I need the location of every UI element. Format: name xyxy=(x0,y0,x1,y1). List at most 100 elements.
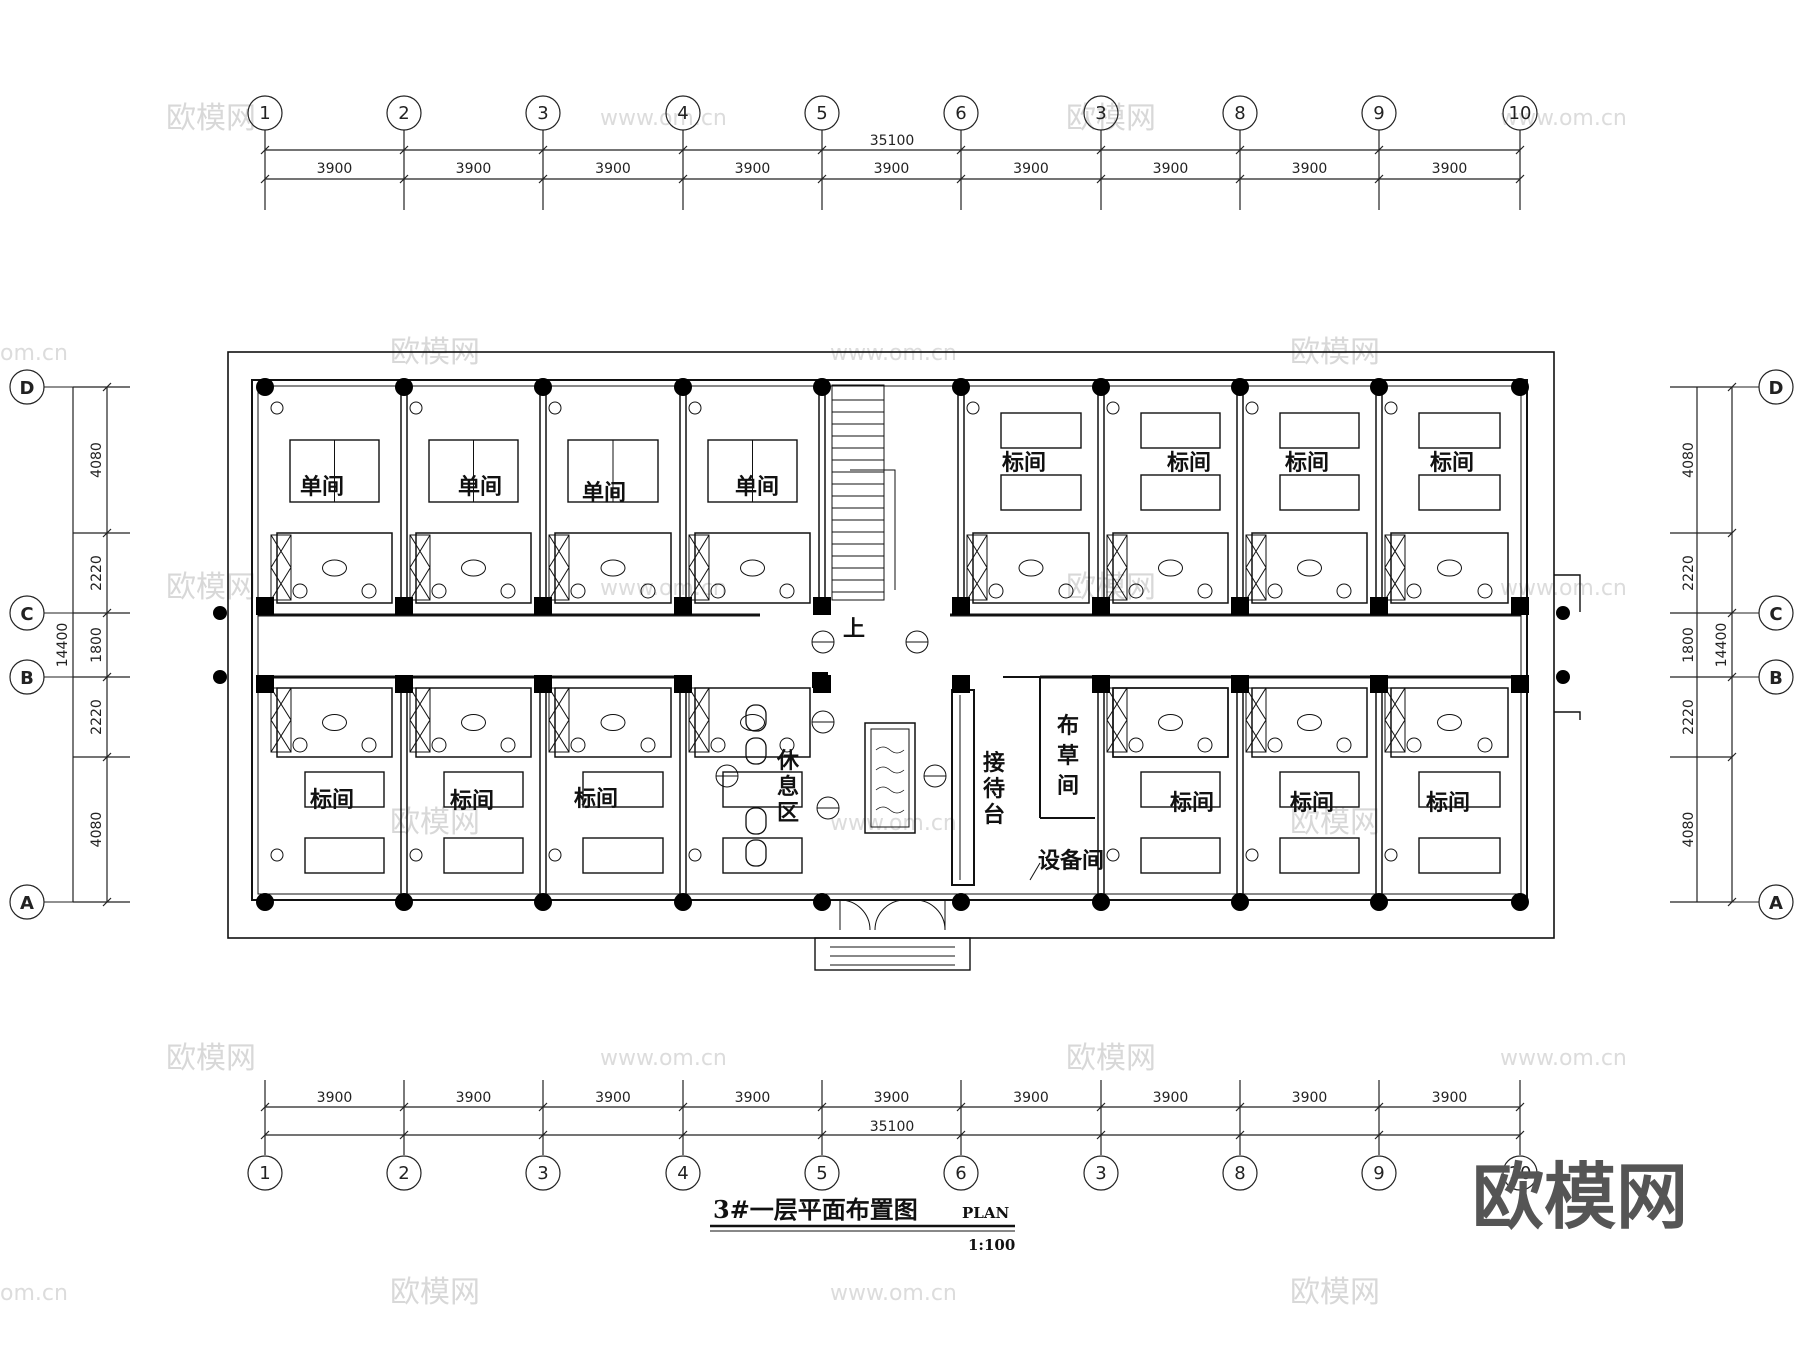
axis-label-bottom: 2 xyxy=(398,1163,409,1184)
guest-room-top xyxy=(966,401,1090,604)
bay-dimension: 3900 xyxy=(874,161,910,177)
structural-column xyxy=(1511,597,1529,615)
axis-label-side: D xyxy=(20,378,35,399)
axis-bubble xyxy=(1083,1155,1119,1191)
structural-column xyxy=(395,893,413,911)
bay-dimension: 3900 xyxy=(1013,1090,1049,1106)
depth-dimension: 4080 xyxy=(1681,442,1697,478)
room-label-standard: 标间 xyxy=(1430,450,1474,476)
structural-column xyxy=(1370,675,1388,693)
drawing-title-block: 3#一层平面布置图 PLAN 1:100 xyxy=(710,1195,1015,1254)
guest-room-top xyxy=(270,401,393,604)
brand-logo: 欧模网 xyxy=(1472,1155,1688,1239)
axis-label-top: 3 xyxy=(1095,103,1106,124)
watermark-url: www.om.cn xyxy=(600,576,727,601)
guest-room-bottom xyxy=(548,687,672,874)
axis-label-bottom: 10 xyxy=(1509,1163,1532,1184)
watermark-url: om.cn xyxy=(0,1281,68,1306)
structural-column xyxy=(1231,675,1249,693)
bay-dimension: 3900 xyxy=(1432,161,1468,177)
structural-column xyxy=(1231,893,1249,911)
structural-column xyxy=(1370,378,1388,396)
axis-bubble xyxy=(1083,95,1119,131)
structural-column xyxy=(395,675,413,693)
staircase xyxy=(831,384,896,601)
structural-column xyxy=(674,378,692,396)
depth-dimension: 4080 xyxy=(89,812,105,848)
depth-dimension: 2220 xyxy=(1681,699,1697,735)
axis-bubble xyxy=(1222,1155,1258,1191)
axis-label-bottom: 1 xyxy=(259,1163,270,1184)
bay-dimension: 3900 xyxy=(456,161,492,177)
left-dimension-strip xyxy=(72,382,130,907)
axis-label-side: B xyxy=(20,668,34,689)
room-label-standard: 标间 xyxy=(450,788,494,814)
axis-label-top: 3 xyxy=(537,103,548,124)
axis-label-side: A xyxy=(20,893,34,914)
room-label-standard: 标间 xyxy=(1002,450,1046,476)
vertical-label-char: 休 xyxy=(776,749,800,774)
overall-depth-dimension: 14400 xyxy=(1714,623,1730,668)
room-label-single: 单间 xyxy=(458,475,502,500)
bay-dimension: 3900 xyxy=(1292,1090,1328,1106)
watermark-url: www.om.cn xyxy=(830,811,957,836)
room-label-standard: 标间 xyxy=(1426,790,1470,816)
axis-label-top: 4 xyxy=(677,103,688,124)
bay-dimension: 3900 xyxy=(874,1090,910,1106)
depth-dimension: 2220 xyxy=(89,699,105,735)
bay-dimension: 3900 xyxy=(1432,1090,1468,1106)
axis-bubble xyxy=(525,95,561,131)
depth-dimension: 2220 xyxy=(1681,555,1697,591)
structural-column xyxy=(256,378,274,396)
guest-room-top xyxy=(1384,401,1509,604)
structural-column xyxy=(1370,893,1388,911)
bay-dimension: 3900 xyxy=(595,1090,631,1106)
axis-label-top: 1 xyxy=(259,103,270,124)
axis-bubble xyxy=(1502,95,1538,131)
vertical-label-char: 区 xyxy=(777,801,799,826)
guest-room-top xyxy=(688,401,811,604)
axis-bubble xyxy=(247,1155,283,1191)
structural-column xyxy=(534,378,552,396)
axis-bubble xyxy=(386,1155,422,1191)
structural-column xyxy=(674,597,692,615)
room-label-standard: 标间 xyxy=(1285,450,1329,476)
axis-label-side: C xyxy=(1769,604,1782,625)
axis-label-side: A xyxy=(1769,893,1783,914)
structural-column xyxy=(674,893,692,911)
axis-label-bottom: 6 xyxy=(955,1163,966,1184)
bay-dimension: 3900 xyxy=(1153,161,1189,177)
vertical-label-char: 草 xyxy=(1057,743,1079,769)
depth-dimension: 1800 xyxy=(89,627,105,663)
bay-dimension: 3900 xyxy=(1153,1090,1189,1106)
axis-bubble xyxy=(665,95,701,131)
guest-room-bottom xyxy=(688,687,811,874)
plan-label: PLAN xyxy=(962,1204,1009,1222)
axis-bubble xyxy=(1222,95,1258,131)
bay-dimension: 3900 xyxy=(317,1090,353,1106)
room-label-standard: 标间 xyxy=(1170,790,1214,816)
bay-dimension: 3900 xyxy=(456,1090,492,1106)
watermark-layer: 欧模网 www.om.cn 欧模网 www.om.cn 欧模网 www.om.c… xyxy=(0,101,1627,1310)
room-label-single: 单间 xyxy=(582,481,626,506)
watermark-url: www.om.cn xyxy=(830,341,957,366)
guest-room-bottom xyxy=(270,687,393,874)
room-labels: 单间 单间 单间 单间 标间 标间 标间 标间 标间 标间 标间 标间 标间 标… xyxy=(300,450,1474,874)
structural-column xyxy=(813,378,831,396)
structural-column xyxy=(256,597,274,615)
structural-column xyxy=(813,597,831,615)
depth-dimension: 2220 xyxy=(89,555,105,591)
watermark: 欧模网 xyxy=(166,101,256,136)
structural-column xyxy=(1511,893,1529,911)
structural-column xyxy=(534,893,552,911)
axis-bubble xyxy=(943,95,979,131)
axis-bubble xyxy=(1502,1155,1538,1191)
guest-room-bottom xyxy=(1106,687,1229,874)
vertical-label-char: 间 xyxy=(1057,774,1079,799)
bay-dimension: 3900 xyxy=(595,161,631,177)
structural-column xyxy=(1092,597,1110,615)
guest-room-bottom xyxy=(1245,687,1368,874)
structural-column xyxy=(952,675,970,693)
